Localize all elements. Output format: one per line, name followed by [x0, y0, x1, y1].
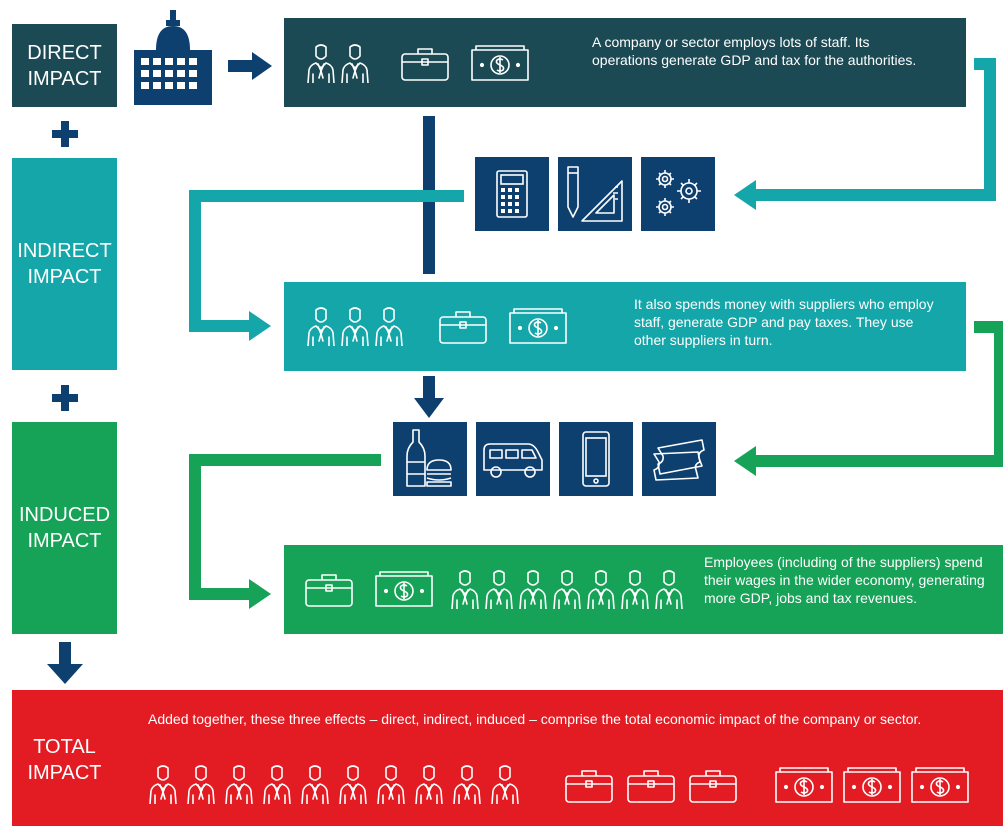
banknote-icon: [774, 764, 834, 804]
person-icon: [306, 306, 336, 346]
person-icon: [300, 764, 330, 804]
down-arrow-to-total: [47, 642, 83, 686]
induced-label-line1: INDUCED: [18, 504, 111, 526]
person-icon: [306, 43, 336, 83]
smartphone-tile: [559, 422, 633, 496]
induced-impact-label: INDUCED IMPACT: [12, 422, 117, 634]
total-label-line2: IMPACT: [27, 762, 102, 784]
direct-label-line1: DIRECT: [27, 41, 102, 64]
briefcase-icon: [564, 768, 614, 804]
person-icon: [654, 569, 684, 609]
pencil-ruler-icon: [567, 166, 623, 222]
indirect-label-line2: IMPACT: [27, 266, 102, 288]
connector-direct-to-suppliers: [734, 58, 996, 210]
gears-icon: [656, 170, 701, 216]
person-icon: [586, 569, 616, 609]
indirect-impact-panel: It also spends money with suppliers who …: [284, 282, 966, 371]
indirect-description: It also spends money with suppliers who …: [634, 296, 934, 348]
person-icon: [186, 764, 216, 804]
office-building-icon: [132, 10, 214, 105]
briefcase-icon: [304, 572, 354, 608]
food-drink-tile: [393, 422, 467, 496]
right-arrow-direct: [228, 52, 272, 80]
tickets-tile: [642, 422, 716, 496]
direct-impact-label: DIRECT IMPACT: [12, 24, 117, 107]
pencil-ruler-tile: [558, 157, 632, 231]
plus-sign-1: [52, 121, 78, 147]
briefcase-icon: [400, 46, 450, 82]
person-icon: [224, 764, 254, 804]
banknote-icon: [374, 568, 434, 608]
direct-impact-panel: A company or sector employs lots of staf…: [284, 18, 966, 107]
banknote-icon: [910, 764, 970, 804]
tickets-icon: [653, 439, 705, 481]
induced-label-line2: IMPACT: [27, 530, 102, 552]
connector-indirect-to-consumer: [734, 321, 1003, 476]
briefcase-icon: [438, 309, 488, 345]
person-icon: [376, 764, 406, 804]
briefcase-icon: [626, 768, 676, 804]
person-icon: [414, 764, 444, 804]
person-icon: [552, 569, 582, 609]
person-icon: [620, 569, 650, 609]
smartphone-icon: [582, 431, 610, 487]
banknote-icon: [842, 764, 902, 804]
van-tile: [476, 422, 550, 496]
banknote-icon: [470, 42, 530, 82]
calculator-tile: [475, 157, 549, 231]
direct-description: A company or sector employs lots of staf…: [592, 34, 917, 68]
direct-label-line2: IMPACT: [27, 67, 102, 90]
person-icon: [340, 43, 370, 83]
connector-consumer-to-induced: [189, 454, 381, 609]
total-label-line1: TOTAL: [33, 736, 96, 758]
total-impact-label: TOTAL IMPACT: [12, 732, 117, 788]
person-icon: [484, 569, 514, 609]
person-icon: [518, 569, 548, 609]
connector-suppliers-to-indirect: [189, 190, 464, 342]
banknote-icon: [508, 305, 568, 345]
total-description: Added together, these three effects – di…: [148, 711, 922, 727]
bottle-burger-icon: [406, 429, 452, 487]
total-impact-panel: TOTAL IMPACT Added together, these three…: [12, 690, 1003, 826]
gears-tile: [641, 157, 715, 231]
person-icon: [374, 306, 404, 346]
person-icon: [148, 764, 178, 804]
calculator-icon: [496, 170, 528, 218]
down-arrow-navy: [414, 376, 444, 418]
induced-description: Employees (including of the suppliers) s…: [704, 554, 985, 606]
person-icon: [450, 569, 480, 609]
indirect-impact-label: INDIRECT IMPACT: [12, 158, 117, 370]
induced-impact-panel: Employees (including of the suppliers) s…: [284, 545, 1003, 634]
van-icon: [483, 443, 543, 478]
person-icon: [340, 306, 370, 346]
person-icon: [490, 764, 520, 804]
briefcase-icon: [688, 768, 738, 804]
person-icon: [338, 764, 368, 804]
person-icon: [262, 764, 292, 804]
plus-sign-2: [52, 385, 78, 411]
person-icon: [452, 764, 482, 804]
indirect-label-line1: INDIRECT: [17, 240, 112, 262]
